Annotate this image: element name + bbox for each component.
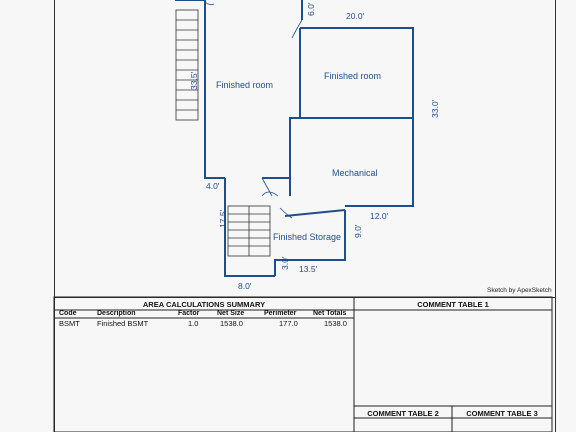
wall-storage-top — [284, 209, 346, 217]
col-head-net-size: Net Size — [217, 310, 245, 317]
door-swing-2 — [261, 177, 279, 197]
dim-17-5: 17.5' — [218, 209, 228, 228]
door-swing-3 — [279, 207, 293, 219]
table-cell-perimeter: 177.0 — [279, 319, 298, 328]
table-cell-description: Finished BSMT — [97, 319, 149, 328]
door-swing-1 — [291, 19, 303, 39]
sketch-credit: Sketch by ApexSketch — [487, 287, 552, 294]
wall-left-room — [204, 0, 225, 179]
left-margin-line — [54, 0, 55, 432]
dim-13-5: 13.5' — [299, 264, 318, 274]
room-label-finished-storage: Finished Storage — [273, 232, 341, 242]
table-cell-factor: 1.0 — [188, 319, 199, 328]
room-label-finished-left: Finished room — [216, 80, 273, 90]
table-cell-net-totals: 1538.0 — [324, 319, 347, 328]
dim-20: 20.0' — [346, 11, 365, 21]
dim-12: 12.0' — [370, 211, 389, 221]
wall-storage — [274, 210, 346, 276]
area-calc-title: AREA CALCULATIONS SUMMARY — [142, 300, 266, 309]
dim-33: 33.0' — [430, 99, 440, 118]
comment-table-1-title: COMMENT TABLE 1 — [417, 300, 489, 309]
wall-lower-left — [224, 178, 275, 277]
dim-33-5: 33.5' — [189, 71, 199, 90]
comment-table-3-title: COMMENT TABLE 3 — [466, 409, 538, 418]
dim-9: 9.0' — [353, 224, 363, 238]
dim-4: 4.0' — [206, 181, 220, 191]
col-head-net-totals: Net Totals — [313, 310, 347, 317]
dim-8: 8.0' — [238, 281, 252, 291]
comment-table-2-title: COMMENT TABLE 2 — [367, 409, 439, 418]
col-head-code: Code — [59, 310, 77, 317]
col-head-description: Description — [97, 310, 136, 317]
col-head-perimeter: Perimeter — [264, 310, 297, 317]
dim-6: 6.0' — [306, 2, 316, 16]
col-head-factor: Factor — [178, 310, 200, 317]
dim-3: 3.0' — [280, 256, 290, 270]
table-cell-code: BSMT — [59, 319, 80, 328]
table-cell-net-size: 1538.0 — [220, 319, 243, 328]
stairs-upper — [175, 9, 199, 121]
room-label-mechanical: Mechanical — [332, 168, 378, 178]
door-swing-4 — [204, 1, 215, 6]
stairs-lower — [227, 205, 271, 257]
right-margin-line — [555, 0, 556, 432]
room-label-finished-right: Finished room — [324, 71, 381, 81]
